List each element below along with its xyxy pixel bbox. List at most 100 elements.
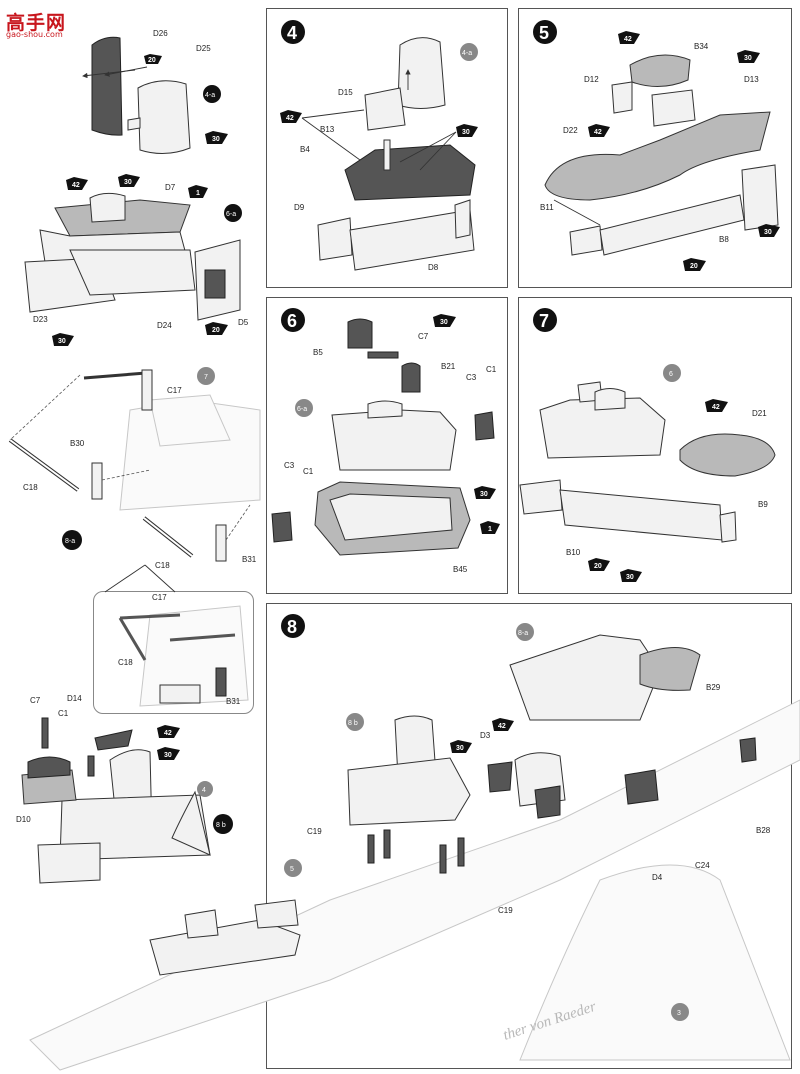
label-C1-8b: C1: [58, 709, 69, 718]
svg-text:3: 3: [677, 1010, 681, 1017]
ref-4-8b: 4: [197, 781, 213, 797]
label-B5: B5: [313, 348, 323, 357]
label-C1-s6a: C1: [486, 365, 497, 374]
badge-30-b: 30: [118, 174, 140, 187]
label-D14: D14: [67, 694, 82, 703]
label-B28: B28: [756, 826, 771, 835]
svg-text:42: 42: [594, 129, 602, 136]
svg-text:6: 6: [287, 311, 297, 331]
ref-6-s7: 6: [663, 364, 681, 382]
ref-8b-step: 8 b: [213, 814, 233, 834]
label-B30: B30: [70, 439, 85, 448]
badge-30-s6a: 30: [433, 314, 456, 327]
label-B34: B34: [694, 42, 709, 51]
step-badge-7: 7: [533, 308, 557, 332]
badge-20-b: 20: [205, 322, 228, 335]
svg-text:8-a: 8-a: [65, 538, 75, 545]
site-logo: 高手网 gao-shou.com: [6, 8, 96, 40]
label-B4: B4: [300, 145, 310, 154]
badge-30-c: 30: [52, 333, 74, 346]
label-D4: D4: [652, 873, 663, 882]
ref-3-s8: 3: [671, 1003, 689, 1021]
svg-text:30: 30: [164, 752, 172, 759]
badge-42-8b: 42: [157, 725, 180, 738]
label-C17-inset: C17: [152, 593, 167, 602]
label-B21: B21: [441, 362, 456, 371]
svg-text:42: 42: [498, 723, 506, 730]
label-D15: D15: [338, 88, 353, 97]
step-badge-6: 6: [281, 308, 305, 332]
ref-8a-s8: 8-a: [516, 623, 534, 641]
badge-30-8b: 30: [157, 747, 180, 760]
step-4-drawing: [317, 37, 476, 271]
svg-text:5: 5: [290, 866, 294, 873]
label-D24: D24: [157, 321, 172, 330]
badge-30-a: 30: [205, 131, 228, 144]
ref-4a: 4-a: [203, 85, 221, 103]
badge-42-s7: 42: [705, 399, 728, 412]
label-D12: D12: [584, 75, 599, 84]
label-C3-s6a: C3: [466, 373, 477, 382]
label-C17: C17: [167, 386, 182, 395]
label-B8: B8: [719, 235, 729, 244]
svg-text:6-a: 6-a: [226, 211, 236, 218]
step-7-drawing: [519, 381, 776, 543]
svg-text:7: 7: [539, 311, 549, 331]
svg-text:20: 20: [148, 57, 156, 64]
svg-text:30: 30: [58, 338, 66, 345]
svg-text:30: 30: [440, 319, 448, 326]
logo-text: 高手网: [6, 12, 67, 34]
label-D23: D23: [33, 315, 48, 324]
label-D26: D26: [153, 29, 168, 38]
label-D8: D8: [428, 263, 439, 272]
svg-text:8-a: 8-a: [518, 630, 528, 637]
svg-text:20: 20: [212, 327, 220, 334]
label-C3-s6b: C3: [284, 461, 295, 470]
svg-text:8 b: 8 b: [216, 822, 226, 829]
label-C19-b: C19: [498, 906, 513, 915]
label-C19-a: C19: [307, 827, 322, 836]
svg-text:6-a: 6-a: [297, 406, 307, 413]
ref-7: 7: [197, 367, 215, 385]
label-B11: B11: [540, 203, 554, 212]
label-B31-inset: B31: [226, 697, 241, 706]
badge-42-s5a: 42: [618, 31, 640, 44]
svg-text:30: 30: [212, 136, 220, 143]
svg-text:30: 30: [462, 129, 470, 136]
badge-42-s5b: 42: [588, 124, 610, 137]
step-badge-8: 8: [281, 614, 305, 638]
ref-6a: 6-a: [224, 204, 242, 222]
inset-booms: [118, 605, 249, 707]
label-C1-s6b: C1: [303, 467, 314, 476]
svg-text:8 b: 8 b: [348, 720, 358, 727]
label-C7-8b: C7: [30, 696, 41, 705]
badge-30-s8: 30: [450, 740, 472, 753]
label-C18-a: C18: [23, 483, 38, 492]
label-D7: D7: [165, 183, 176, 192]
svg-text:30: 30: [480, 491, 488, 498]
badge-30-s4: 30: [456, 124, 478, 137]
step-badge-5: 5: [533, 20, 557, 44]
badge-30-s6b: 30: [474, 486, 496, 499]
svg-text:8: 8: [287, 617, 297, 637]
svg-text:30: 30: [456, 745, 464, 752]
label-C18-b: C18: [155, 561, 170, 570]
svg-text:4-a: 4-a: [462, 50, 472, 57]
assembly-8a: [8, 369, 261, 562]
svg-text:4-a: 4-a: [205, 92, 215, 99]
label-C24: C24: [695, 861, 710, 870]
badge-42-s4: 42: [280, 110, 302, 123]
svg-text:42: 42: [712, 404, 720, 411]
label-D22: D22: [563, 126, 578, 135]
svg-text:30: 30: [626, 574, 634, 581]
badge-1-s6: 1: [480, 521, 500, 534]
label-B9: B9: [758, 500, 768, 509]
label-B45: B45: [453, 565, 468, 574]
step-6-drawing: [271, 318, 495, 556]
svg-text:20: 20: [690, 263, 698, 270]
badge-42-a: 42: [66, 177, 88, 190]
label-B31-a: B31: [242, 555, 257, 564]
assembly-4a: [82, 36, 191, 154]
svg-text:30: 30: [744, 55, 752, 62]
